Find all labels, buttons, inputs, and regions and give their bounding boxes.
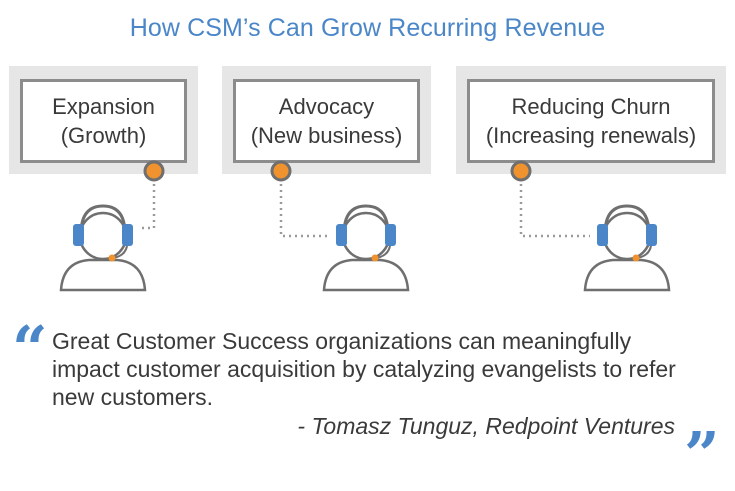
quote-open-icon: “ [12,312,48,385]
card-advocacy: Advocacy (New business) [233,79,420,163]
card-churn: Reducing Churn (Increasing renewals) [467,79,715,163]
connector-2 [270,160,330,238]
card-expansion: Expansion (Growth) [20,79,187,163]
quote-text: Great Customer Success organizations can… [52,328,676,410]
headset-person-icon [583,204,671,292]
card-churn-subtitle: (Increasing renewals) [485,123,697,148]
connector-3 [510,160,590,238]
card-expansion-title: Expansion [52,94,155,119]
page-title: How CSM’s Can Grow Recurring Revenue [129,14,606,42]
connectors-and-people [59,160,671,292]
quote-attribution: - Tomasz Tunguz, Redpoint Ventures [297,413,675,439]
card-advocacy-subtitle: (New business) [250,123,403,148]
quote-close-icon: ” [684,418,720,491]
card-churn-title: Reducing Churn [511,94,671,119]
headset-person-icon [59,204,147,292]
card-expansion-subtitle: (Growth) [60,123,147,148]
connector-dot-icon [510,160,532,182]
card-advocacy-title: Advocacy [278,94,375,119]
connector-1 [138,160,165,230]
connector-dot-icon [270,160,292,182]
connector-dot-icon [143,160,165,182]
headset-person-icon [322,204,410,292]
